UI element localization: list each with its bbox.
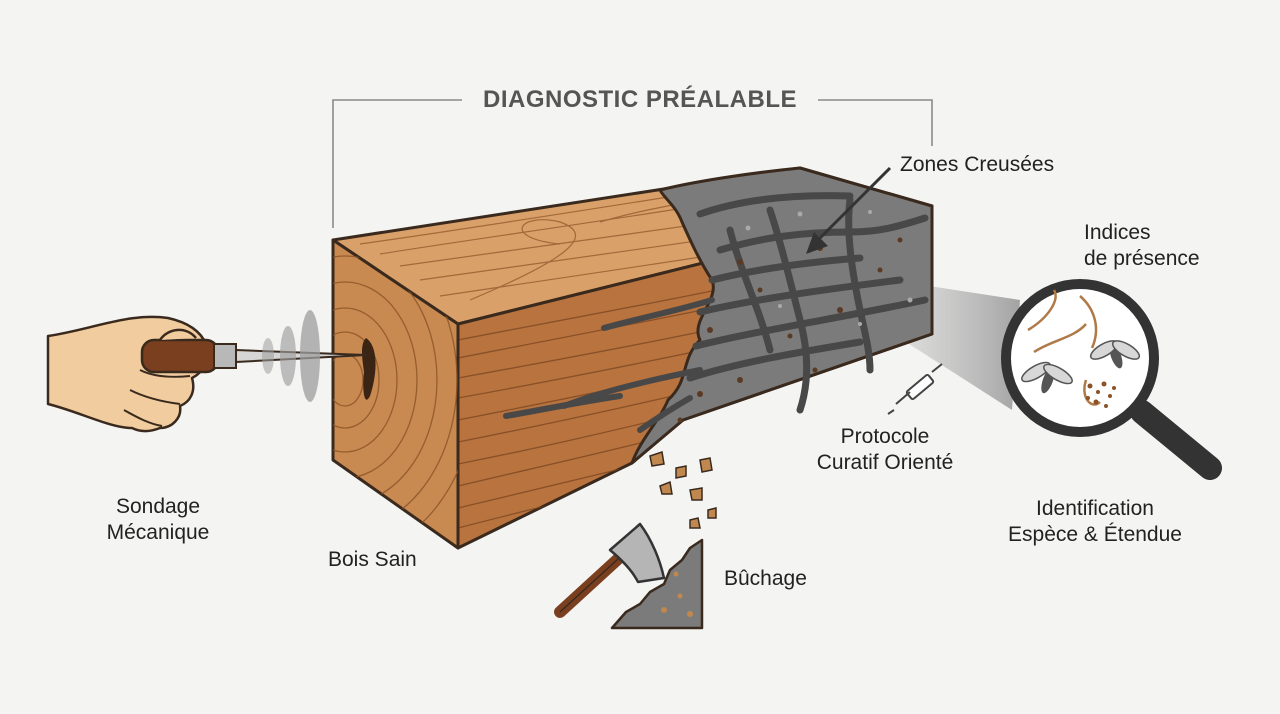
sound-wave-icon (262, 310, 320, 402)
insect-icon (1021, 361, 1073, 394)
wood-wedge (610, 538, 704, 630)
label-buchage: Bûchage (724, 567, 807, 590)
diagram-title: DIAGNOSTIC PRÉALABLE (482, 86, 797, 113)
awl-hole (362, 338, 376, 400)
label-zones-creusees: Zones Creusées (900, 153, 1055, 176)
arrow-icon (806, 166, 892, 254)
label-bois-sain: Bois Sain (328, 548, 417, 571)
label-protocole: Protocole Curatif Orienté (816, 425, 954, 474)
magnifier-icon (1001, 279, 1222, 480)
label-indices-presence: Indices de présence (1084, 221, 1200, 270)
label-identification: Identification Espèce & Étendue (1008, 497, 1182, 546)
title-bracket (332, 99, 933, 228)
damaged-zone (503, 166, 934, 465)
label-sondage: Sondage Mécanique (106, 495, 210, 544)
syringe-icon (887, 363, 943, 415)
debris (649, 451, 717, 529)
axe-icon (554, 522, 666, 618)
insect-icon (1089, 340, 1141, 369)
